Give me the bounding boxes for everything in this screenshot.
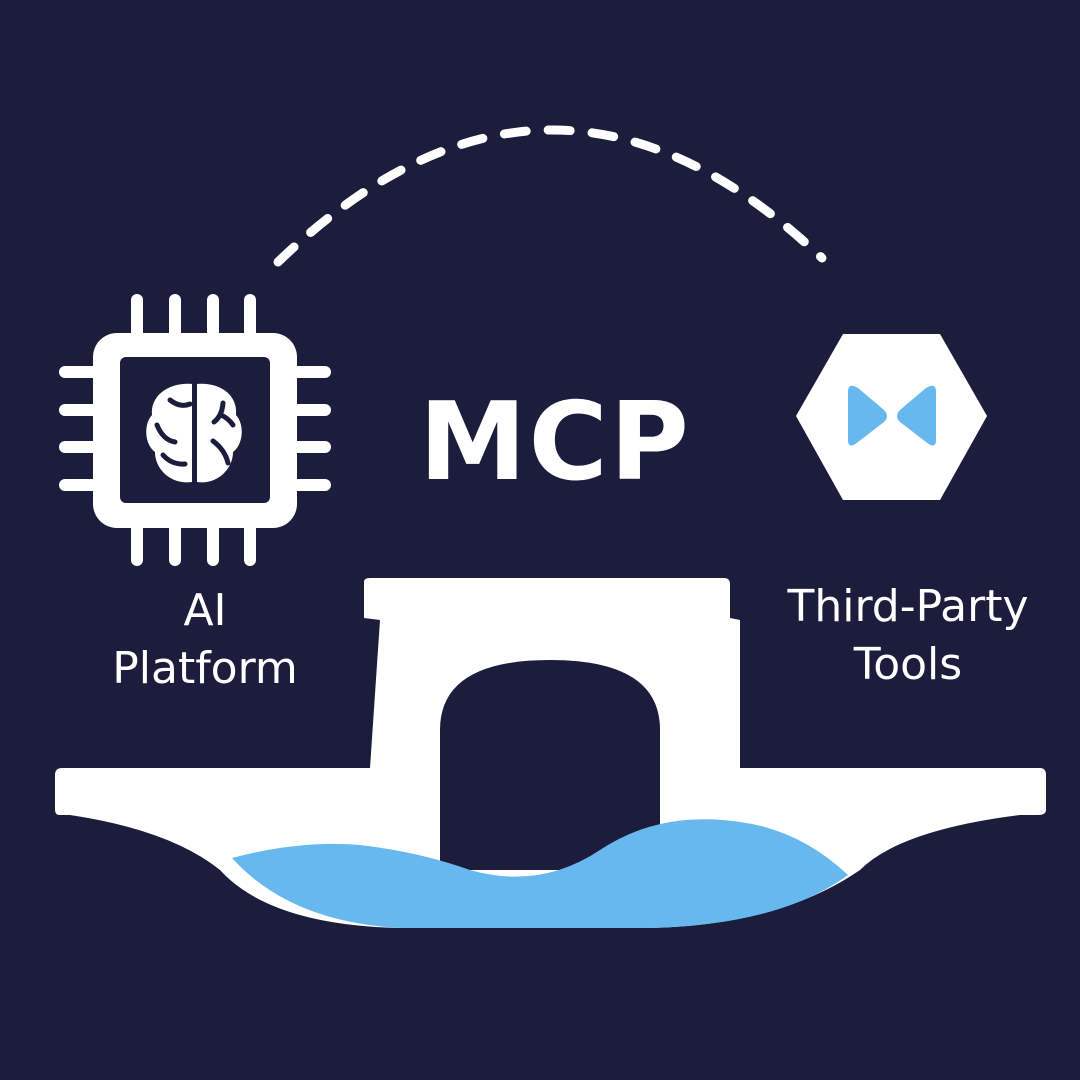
chip-brain-icon [59,294,331,566]
water-wave [232,819,848,928]
brain-icon [146,383,242,483]
ai-platform-label: AI Platform [60,582,350,698]
hexagon-bowtie-icon [796,334,987,500]
third-party-line1: Third-Party [787,581,1029,632]
third-party-tools-label: Third-Party Tools [750,578,1066,694]
third-party-line2: Tools [853,639,963,690]
mcp-title: MCP [419,380,691,505]
bridge-illustration [55,578,1046,928]
dashed-connection-arc [273,125,827,267]
ai-platform-line1: AI [183,585,227,636]
ai-platform-line2: Platform [112,643,298,694]
bridge-arch [440,660,660,870]
